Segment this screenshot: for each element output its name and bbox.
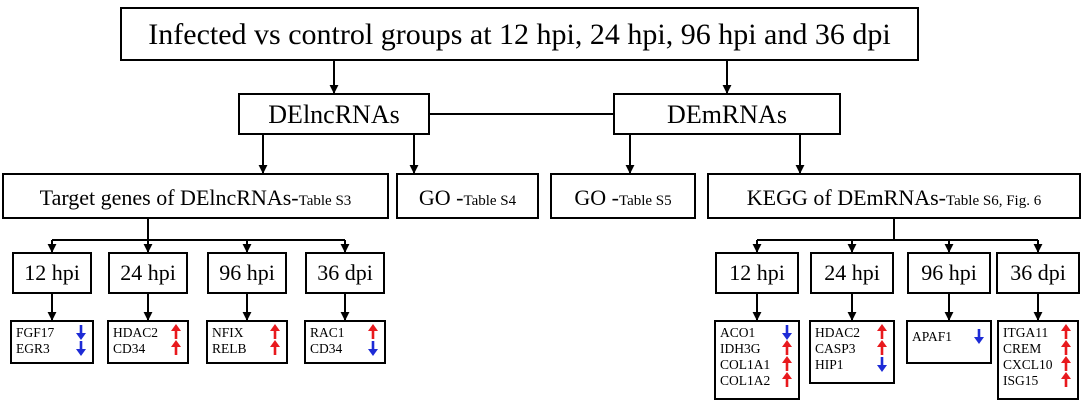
gene-name: RAC1 (310, 325, 345, 340)
top-title: Infected vs control groups at 12 hpi, 24… (148, 18, 890, 51)
gene-name: HIP1 (815, 357, 844, 372)
up-arrow-icon (877, 340, 887, 355)
go-lnc-box (396, 173, 539, 219)
go-m-box (550, 173, 696, 219)
gene-list-box (906, 320, 992, 364)
go-lnc-label: GO -Table S4 (419, 185, 517, 210)
timepoint-box (715, 252, 799, 294)
gene-name: HDAC2 (113, 325, 158, 340)
gene-name: CD34 (310, 341, 343, 356)
target-genes-box (2, 173, 389, 219)
up-arrow-icon (782, 340, 792, 355)
timepoint-label: 24 hpi (120, 260, 176, 285)
gene-name: ISG15 (1003, 373, 1039, 388)
gene-name: RELB (212, 341, 247, 356)
up-arrow-icon (270, 324, 280, 339)
down-arrow-icon (782, 325, 792, 340)
kegg-label: KEGG of DEmRNAs-Table S6, Fig. 6 (747, 185, 1042, 210)
target-genes-label: Target genes of DElncRNAs-Table S3 (40, 185, 352, 210)
gene-name: HDAC2 (815, 325, 860, 340)
gene-name: NFIX (212, 325, 244, 340)
gene-list-box (809, 320, 895, 384)
up-arrow-icon (270, 340, 280, 355)
gene-name: COL1A2 (720, 373, 770, 388)
timepoint-label: 36 dpi (1010, 260, 1066, 285)
gene-name: CXCL10 (1003, 357, 1053, 372)
delncrnas-label: DElncRNAs (268, 100, 399, 129)
gene-name: COL1A1 (720, 357, 770, 372)
down-arrow-icon (974, 329, 984, 344)
gene-name: IDH3G (720, 341, 761, 356)
go-m-label: GO -Table S5 (574, 185, 671, 210)
timepoint-label: 12 hpi (729, 260, 785, 285)
gene-name: EGR3 (16, 341, 50, 356)
up-arrow-icon (1061, 356, 1071, 371)
up-arrow-icon (782, 372, 792, 387)
infected-vs-control-box (120, 7, 919, 61)
demrnas-label: DEmRNAs (667, 100, 787, 129)
timepoint-label: 12 hpi (24, 260, 80, 285)
gene-name: FGF17 (16, 325, 55, 340)
timepoint-box (207, 252, 287, 294)
gene-name: ITGA11 (1003, 325, 1048, 340)
down-arrow-icon (368, 341, 378, 356)
down-arrow-icon (877, 357, 887, 372)
up-arrow-icon (782, 356, 792, 371)
up-arrow-icon (171, 340, 181, 355)
up-arrow-icon (368, 324, 378, 339)
gene-name: CREM (1003, 341, 1041, 356)
timepoint-label: 96 hpi (219, 260, 275, 285)
kegg-box (707, 173, 1081, 219)
timepoint-box (907, 252, 991, 294)
up-arrow-icon (1061, 372, 1071, 387)
gene-name: APAF1 (912, 329, 952, 344)
gene-list-box (10, 320, 94, 364)
timepoint-box (996, 252, 1080, 294)
timepoint-label: 96 hpi (921, 260, 977, 285)
timepoint-box (108, 252, 188, 294)
down-arrow-icon (76, 341, 86, 356)
gene-name: ACO1 (720, 325, 755, 340)
up-arrow-icon (171, 324, 181, 339)
down-arrow-icon (76, 325, 86, 340)
timepoint-label: 24 hpi (824, 260, 880, 285)
timepoint-box (305, 252, 385, 294)
up-arrow-icon (877, 324, 887, 339)
up-arrow-icon (1061, 340, 1071, 355)
gene-name: CD34 (113, 341, 146, 356)
up-arrow-icon (1061, 324, 1071, 339)
gene-name: CASP3 (815, 341, 856, 356)
timepoint-label: 36 dpi (317, 260, 373, 285)
